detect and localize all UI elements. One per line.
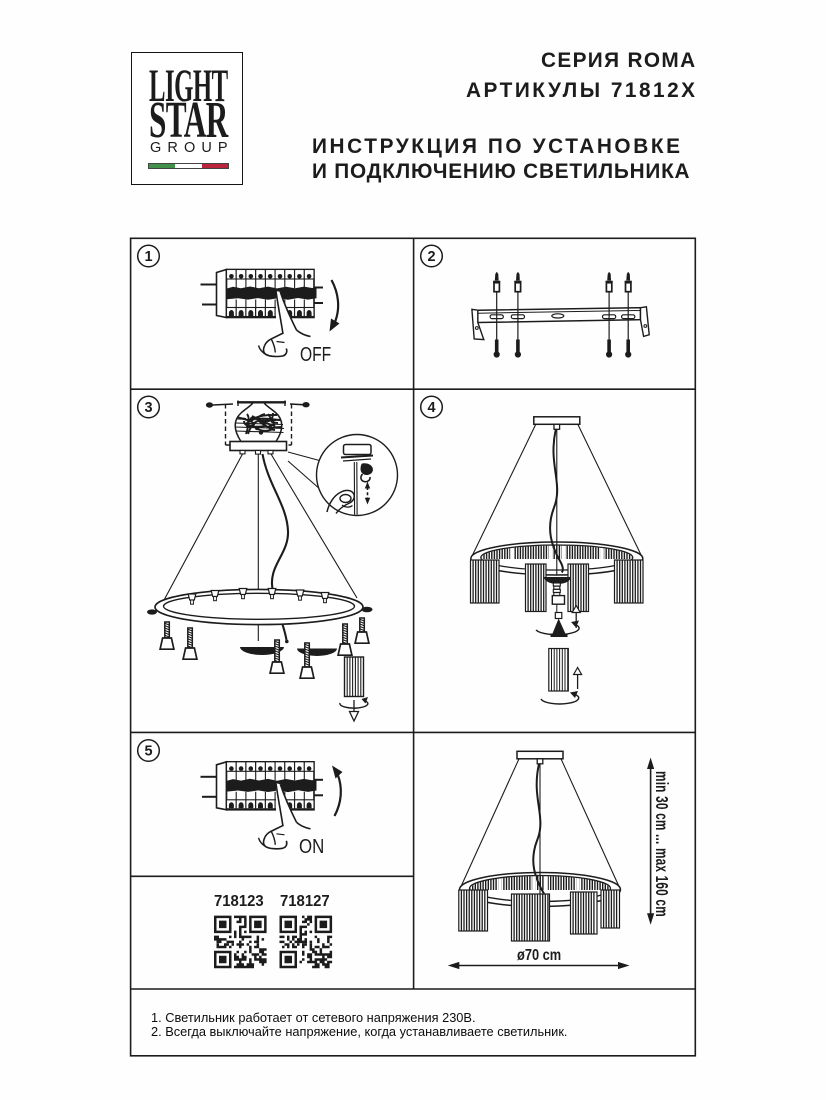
svg-text:4: 4 bbox=[427, 400, 435, 416]
svg-text:5: 5 bbox=[144, 744, 152, 760]
svg-text:2: 2 bbox=[427, 249, 435, 265]
svg-text:1: 1 bbox=[144, 249, 152, 265]
svg-text:3: 3 bbox=[144, 400, 152, 416]
